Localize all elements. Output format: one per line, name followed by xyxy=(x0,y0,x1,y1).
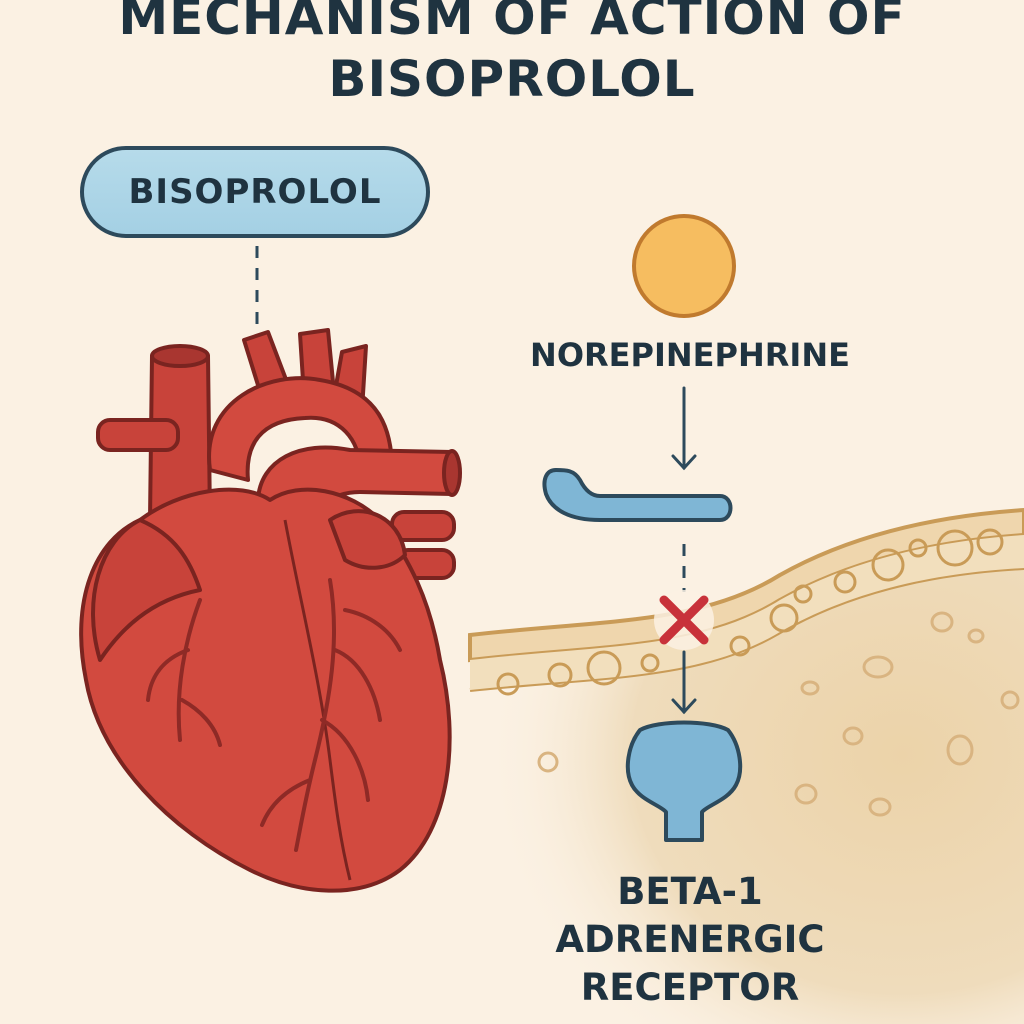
arrow-down-icon xyxy=(671,386,697,471)
x-mark-icon xyxy=(654,590,714,650)
title-line-2: BISOPROLOL xyxy=(328,50,696,108)
receptor-label-line-1: BETA-1 xyxy=(617,870,763,913)
bisoprolol-label: BISOPROLOL xyxy=(128,172,382,212)
receptor-label-line-2: ADRENERGIC xyxy=(555,918,825,961)
norepinephrine-molecule xyxy=(632,214,736,318)
page-title: MECHANISM OF ACTION OF BISOPROLOL xyxy=(0,0,1024,110)
title-line-1: MECHANISM OF ACTION OF xyxy=(118,0,906,46)
receptor-label-line-3: RECEPTOR xyxy=(580,966,800,1009)
arrow-down-icon xyxy=(671,650,697,715)
heart-illustration xyxy=(79,328,462,893)
bisoprolol-molecule xyxy=(542,468,733,522)
norepinephrine-label: NOREPINEPHRINE xyxy=(530,336,850,374)
bisoprolol-label-pill: BISOPROLOL xyxy=(80,146,430,238)
receptor-label: BETA-1 ADRENERGIC RECEPTOR xyxy=(525,868,855,1012)
beta1-receptor xyxy=(625,720,743,842)
